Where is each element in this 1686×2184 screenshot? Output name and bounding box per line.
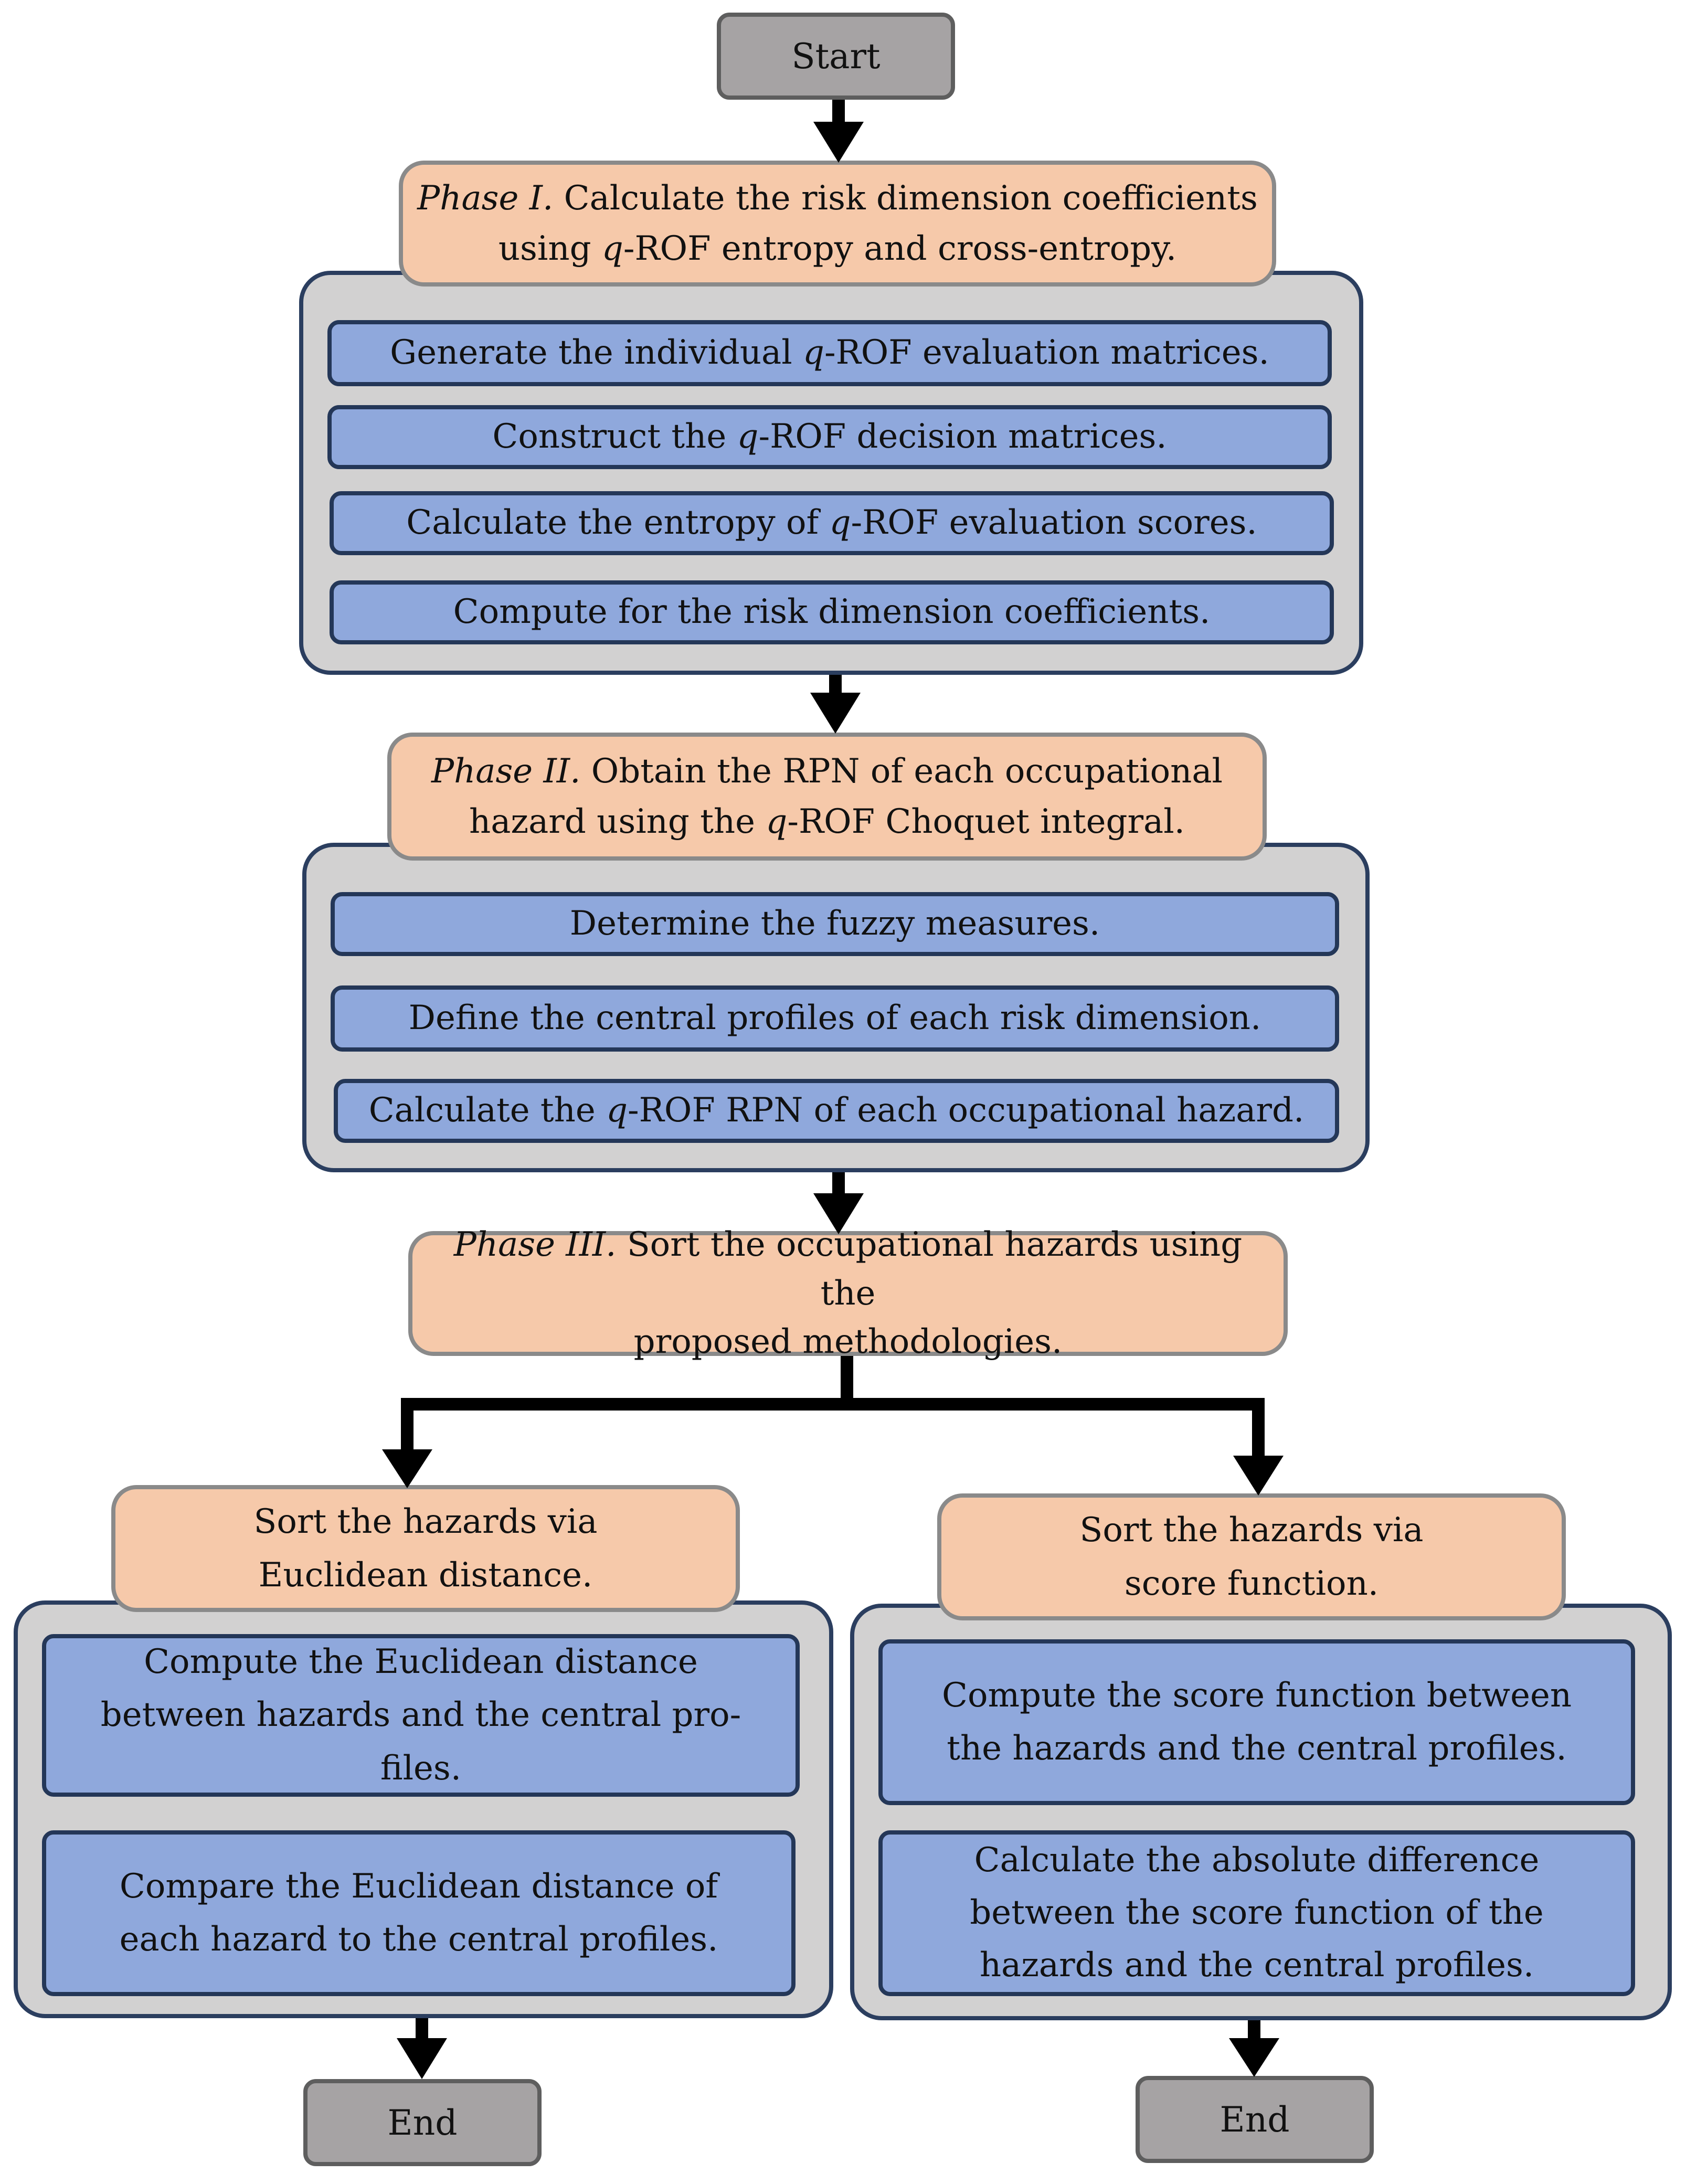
arrowhead-right-end (1229, 2038, 1279, 2077)
phase1-step2-pre: Construct the (492, 417, 737, 457)
phase2-step2: Define the central profiles of each risk… (408, 999, 1261, 1038)
left-step-compare-distance: Compare the Euclidean distance of each h… (42, 1830, 796, 1996)
phase1-header: Phase I. Calculate the risk dimension co… (399, 161, 1276, 287)
phase3-title-b: proposed methodologies. (633, 1322, 1063, 1362)
left-step1: Compute the Euclidean distance between h… (100, 1642, 741, 1788)
left-branch-header: Sort the hazards via Euclidean distance. (111, 1485, 740, 1612)
start-node: Start (717, 13, 955, 100)
phase1-step2-q: q (737, 417, 759, 457)
left-step2: Compare the Euclidean distance of each h… (119, 1867, 718, 1959)
arrowhead-left-end (397, 2038, 447, 2079)
phase2-step3-post: -ROF RPN of each occupational hazard. (628, 1091, 1305, 1130)
right-branch-header: Sort the hazards via score function. (937, 1493, 1566, 1620)
phase1-step-coefficients: Compute for the risk dimension coefficie… (330, 580, 1334, 644)
phase1-step3-post: -ROF evaluation scores. (851, 503, 1257, 543)
phase2-step3-pre: Calculate the (368, 1091, 607, 1130)
arrow-phase3-right (847, 1398, 1265, 1460)
end-left-label: End (387, 2102, 458, 2143)
end-node-left: End (303, 2079, 542, 2166)
phase2-title-c: -ROF Choquet integral. (787, 802, 1185, 841)
phase2-title-a: Obtain the RPN of each occupational (580, 752, 1223, 791)
end-right-label: End (1220, 2099, 1290, 2140)
phase2-q: q (766, 802, 788, 841)
phase2-header: Phase II. Obtain the RPN of each occupat… (387, 733, 1267, 861)
phase3-label: Phase III. (453, 1225, 617, 1264)
phase3-title: Phase III. Sort the occupational hazards… (425, 1221, 1271, 1366)
phase3-title-a: Sort the occupational hazards using the (616, 1225, 1243, 1313)
phase2-step1: Determine the fuzzy measures. (569, 904, 1100, 943)
right-step-absolute-difference: Calculate the absolute difference betwee… (878, 1830, 1635, 1996)
phase1-title-b: using (498, 229, 602, 268)
left-branch-title: Sort the hazards via Euclidean distance. (253, 1502, 598, 1595)
phase1-label: Phase I. (417, 179, 554, 218)
phase1-step-construct: Construct the q-ROF decision matrices. (327, 405, 1332, 469)
arrowhead-phase2-to-phase3 (813, 1193, 864, 1234)
phase1-step-entropy: Calculate the entropy of q-ROF evaluatio… (330, 491, 1334, 555)
phase2-step-fuzzy-measures: Determine the fuzzy measures. (331, 892, 1339, 956)
arrow-phase3-split (401, 1356, 853, 1454)
phase2-step-rpn: Calculate the q-ROF RPN of each occupati… (334, 1079, 1339, 1143)
arrowhead-right-branch (1233, 1456, 1284, 1496)
arrowhead-left-branch (382, 1449, 432, 1488)
phase1-step4: Compute for the risk dimension coefficie… (453, 592, 1211, 632)
right-branch-title: Sort the hazards via score function. (1079, 1510, 1424, 1603)
phase1-step1-q: q (803, 333, 824, 373)
arrowhead-phase1-to-phase2 (810, 693, 861, 734)
start-label: Start (791, 36, 881, 77)
phase2-title-b: hazard using the (469, 802, 766, 841)
right-step1: Compute the score function between the h… (941, 1676, 1572, 1768)
phase1-step2-post: -ROF decision matrices. (758, 417, 1167, 457)
phase2-title: Phase II. Obtain the RPN of each occupat… (431, 746, 1223, 847)
right-step-compute-score: Compute the score function between the h… (878, 1639, 1635, 1805)
phase2-step3-q: q (606, 1091, 628, 1130)
phase1-step1-post: -ROF evaluation matrices. (824, 333, 1269, 373)
end-node-right: End (1136, 2076, 1374, 2163)
phase1-q: q (601, 229, 623, 268)
phase2-label: Phase II. (431, 752, 581, 791)
phase1-step1-pre: Generate the individual (390, 333, 803, 373)
arrowhead-start-to-phase1 (813, 122, 864, 163)
left-step-compute-distance: Compute the Euclidean distance between h… (42, 1634, 800, 1797)
phase1-step-generate: Generate the individual q-ROF evaluation… (327, 320, 1332, 386)
phase2-step-central-profiles: Define the central profiles of each risk… (331, 985, 1339, 1052)
phase1-title-a: Calculate the risk dimension coefficient… (553, 179, 1258, 218)
phase1-title: Phase I. Calculate the risk dimension co… (417, 173, 1258, 274)
phase1-title-c: -ROF entropy and cross-entropy. (623, 229, 1177, 268)
right-step2: Calculate the absolute difference betwee… (970, 1841, 1544, 1985)
phase3-header: Phase III. Sort the occupational hazards… (408, 1225, 1288, 1361)
phase1-step3-pre: Calculate the entropy of (406, 503, 830, 543)
phase1-step3-q: q (829, 503, 851, 543)
